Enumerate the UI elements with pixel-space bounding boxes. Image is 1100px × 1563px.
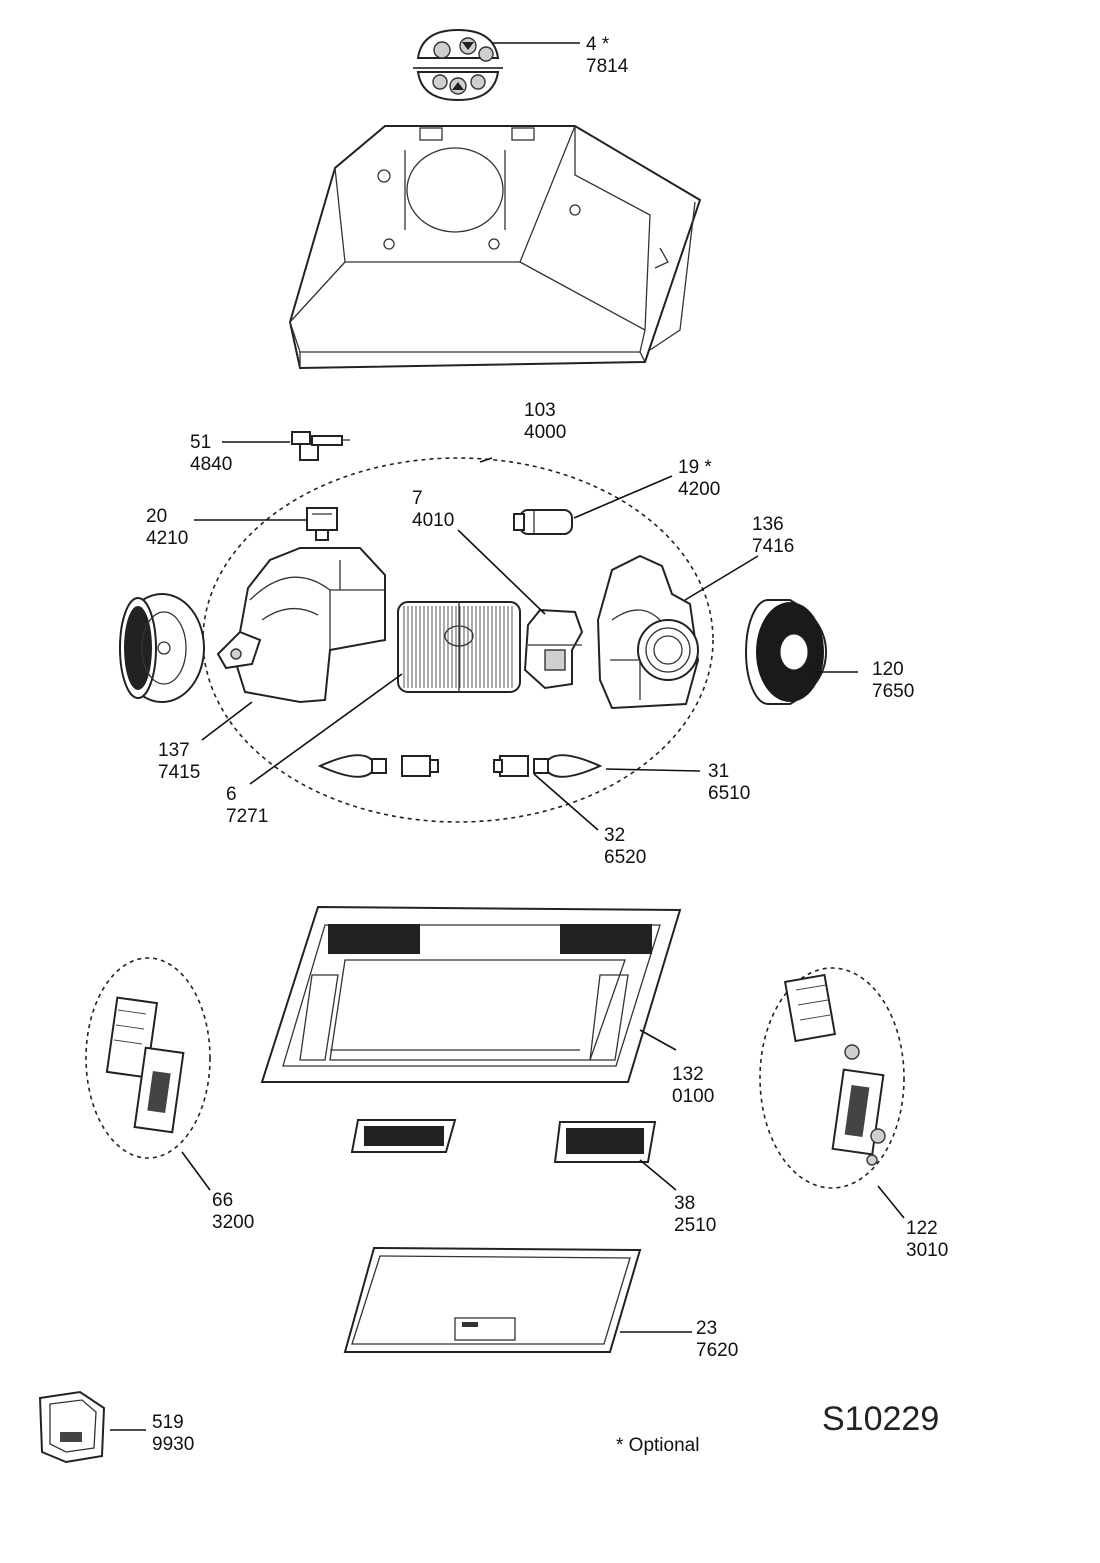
callout-part-code: 7814 (586, 56, 629, 77)
part-grease-filters (350, 1119, 657, 1163)
diagram-code: S10229 (822, 1400, 939, 1438)
group-66-outline (85, 957, 211, 1159)
callout-part-code: 7416 (752, 536, 794, 557)
part-carbon-filter (745, 599, 828, 705)
part-bulb (317, 754, 603, 778)
callout-19: 19 *4200 (678, 457, 720, 500)
callout-part-code: 9930 (152, 1434, 194, 1455)
part-control-panel (413, 28, 503, 102)
callout-part-code: 0100 (672, 1086, 714, 1107)
leader-lines (110, 42, 905, 1431)
callout-number: 19 * (678, 457, 712, 478)
callout-part-code: 7620 (696, 1340, 738, 1361)
part-hood-body (288, 125, 702, 370)
part-right-housing (596, 554, 700, 710)
callout-part-code: 4210 (146, 528, 188, 549)
callout-part-code: 6510 (708, 783, 750, 804)
callout-number: 7 (412, 488, 423, 509)
callout-part-code: 3010 (906, 1240, 948, 1261)
callout-number: 6 (226, 784, 237, 805)
callout-part-code: 7415 (158, 762, 200, 783)
part-wall-bracket (38, 1390, 106, 1464)
callout-4: 4 *7814 (586, 34, 629, 77)
callout-number: 66 (212, 1190, 233, 1211)
part-glass-panel (343, 1246, 642, 1353)
callout-part-code: 6520 (604, 847, 646, 868)
callout-number: 103 (524, 400, 556, 421)
callout-number: 31 (708, 761, 729, 782)
part-motor-bracket (523, 608, 584, 690)
callout-part-code: 7650 (872, 681, 914, 702)
callout-part-code: 4840 (190, 454, 232, 475)
callout-number: 51 (190, 432, 211, 453)
part-control-board-122 (783, 973, 886, 1166)
callout-part-code: 4000 (524, 422, 566, 443)
callout-part-code: 7271 (226, 806, 268, 827)
callout-number: 4 * (586, 34, 610, 55)
part-control-board-66 (105, 996, 185, 1134)
callout-number: 120 (872, 659, 904, 680)
part-relay (306, 507, 338, 541)
callout-number: 519 (152, 1412, 184, 1433)
part-bottom-panel (260, 905, 682, 1083)
callout-part-code: 3200 (212, 1212, 254, 1233)
part-connector (291, 431, 350, 461)
callout-number: 132 (672, 1064, 704, 1085)
optional-note: * Optional (616, 1435, 699, 1456)
callout-number: 32 (604, 825, 625, 846)
part-blower-wheel (397, 601, 521, 693)
callout-number: 38 (674, 1193, 695, 1214)
part-lamp-holder (401, 755, 529, 777)
callout-number: 122 (906, 1218, 938, 1239)
callout-number: 137 (158, 740, 190, 761)
part-left-housing (216, 547, 386, 704)
callout-part-code: 2510 (674, 1215, 716, 1236)
callout-number: 136 (752, 514, 784, 535)
callout-number: 20 (146, 506, 167, 527)
callout-number: 23 (696, 1318, 717, 1339)
callout-part-code: 4010 (412, 510, 454, 531)
callout-part-code: 4200 (678, 479, 720, 500)
part-left-fan-cover (119, 593, 205, 703)
group-122-outline (759, 967, 905, 1189)
part-capacitor (513, 509, 573, 535)
